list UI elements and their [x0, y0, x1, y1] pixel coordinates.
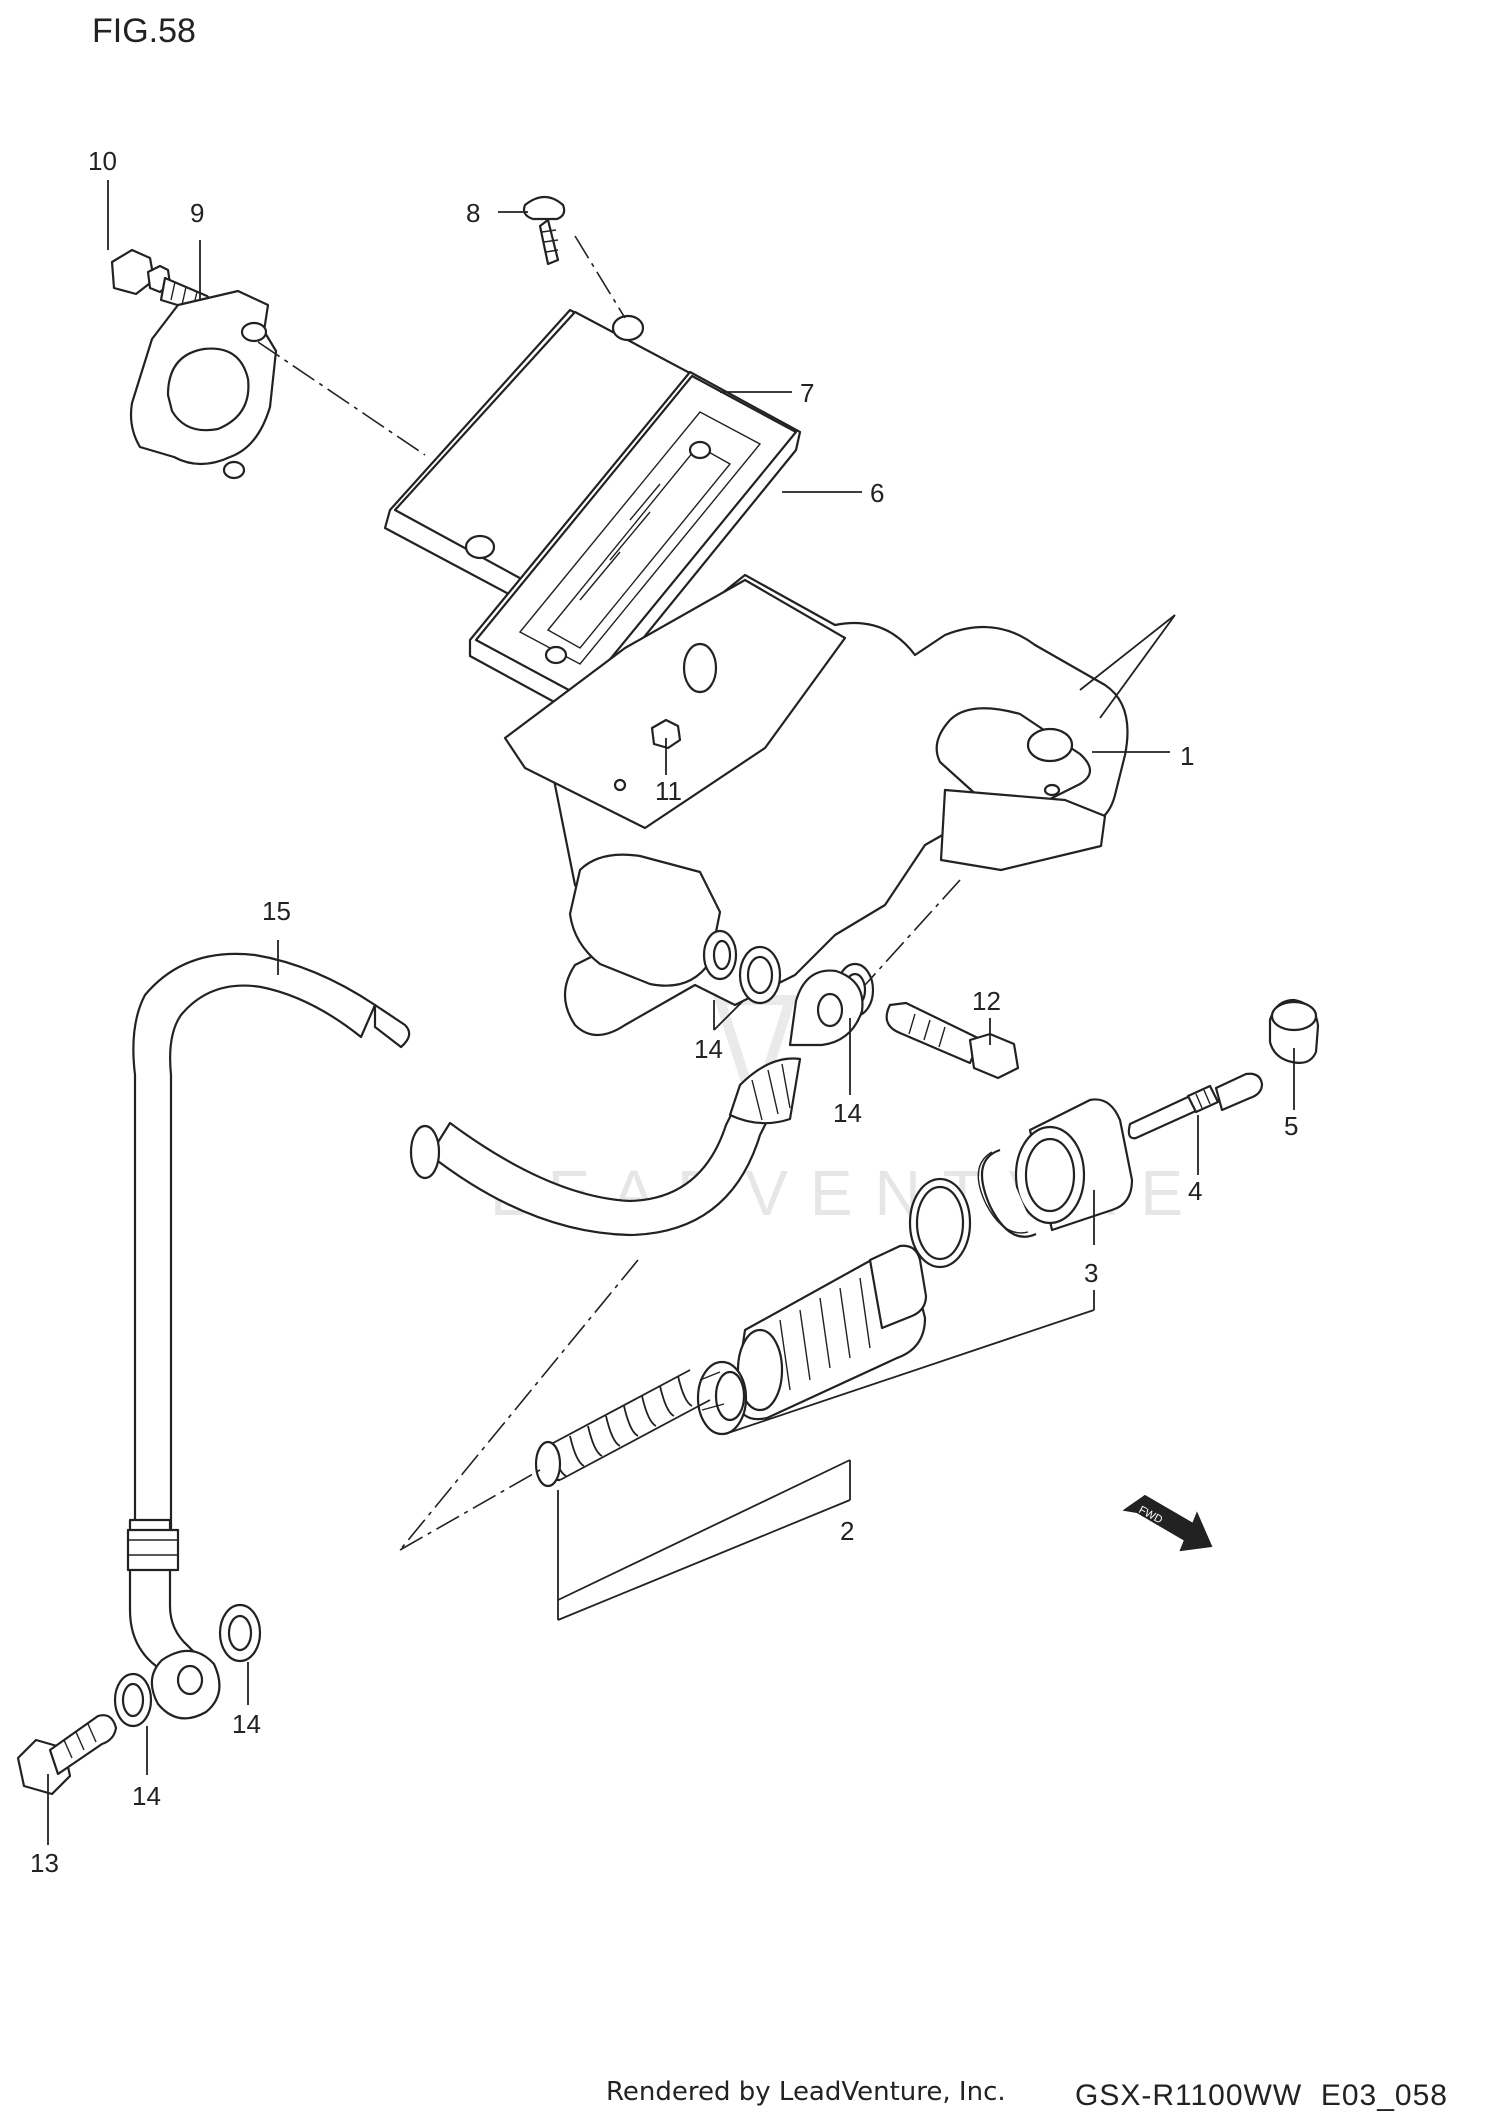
callout-14-b: 14 — [833, 1098, 862, 1128]
part-3-boot[interactable] — [1014, 1098, 1134, 1232]
part-4-push-rod[interactable] — [1127, 1072, 1264, 1140]
part-8-screw[interactable] — [522, 195, 566, 266]
callout-7: 7 — [800, 378, 814, 408]
leader-lines — [47, 180, 1295, 1845]
part-7-cap[interactable] — [383, 308, 722, 610]
callout-2: 2 — [840, 1516, 854, 1546]
callout-14-a: 14 — [694, 1034, 723, 1064]
part-13-bolt[interactable] — [16, 1714, 118, 1796]
part-2-cup-seal[interactable] — [696, 1360, 748, 1436]
callout-10: 10 — [88, 146, 117, 176]
fwd-arrow-icon: FWD — [1122, 1494, 1213, 1552]
callout-5: 5 — [1284, 1111, 1298, 1141]
part-14-washer-c[interactable] — [218, 1603, 262, 1663]
callout-3: 3 — [1084, 1258, 1098, 1288]
callout-11: 11 — [655, 776, 682, 806]
part-1-master-cylinder[interactable] — [503, 573, 1129, 1037]
callout-8: 8 — [466, 198, 480, 228]
callout-15: 15 — [262, 896, 291, 926]
part-2-piston[interactable] — [733, 1244, 928, 1421]
alignment-lines — [257, 235, 961, 1551]
part-9-clamp[interactable] — [129, 289, 278, 480]
part-15-hose[interactable] — [126, 952, 864, 1720]
callout-12: 12 — [972, 986, 1001, 1016]
part-14-washer-d[interactable] — [113, 1672, 153, 1728]
o-ring[interactable] — [908, 1177, 972, 1269]
callout-13: 13 — [30, 1848, 59, 1878]
footer-model-code: GSX-R1100WW E03_058 — [1075, 2079, 1448, 2112]
figure-title: FIG.58 — [92, 12, 196, 50]
part-6-diaphragm[interactable] — [468, 370, 802, 718]
part-2-spring[interactable] — [534, 1369, 711, 1488]
callout-14-c: 14 — [232, 1709, 261, 1739]
part-11-screw[interactable] — [650, 718, 682, 750]
part-14-washer-a[interactable] — [738, 945, 782, 1005]
callout-1: 1 — [1180, 741, 1194, 771]
callout-9: 9 — [190, 198, 204, 228]
callout-4: 4 — [1188, 1176, 1202, 1206]
part-5-cap[interactable] — [1268, 998, 1320, 1064]
footer-rendered-by: Rendered by LeadVenture, Inc. — [606, 2077, 1006, 2107]
callout-14-d: 14 — [132, 1781, 161, 1811]
snap-ring[interactable] — [977, 1148, 1037, 1238]
callouts: 1 2 3 4 5 6 7 8 9 10 11 12 13 14 14 14 1… — [30, 146, 1298, 1878]
callout-6: 6 — [870, 478, 884, 508]
part-12-union-bolt[interactable] — [885, 1001, 1020, 1080]
